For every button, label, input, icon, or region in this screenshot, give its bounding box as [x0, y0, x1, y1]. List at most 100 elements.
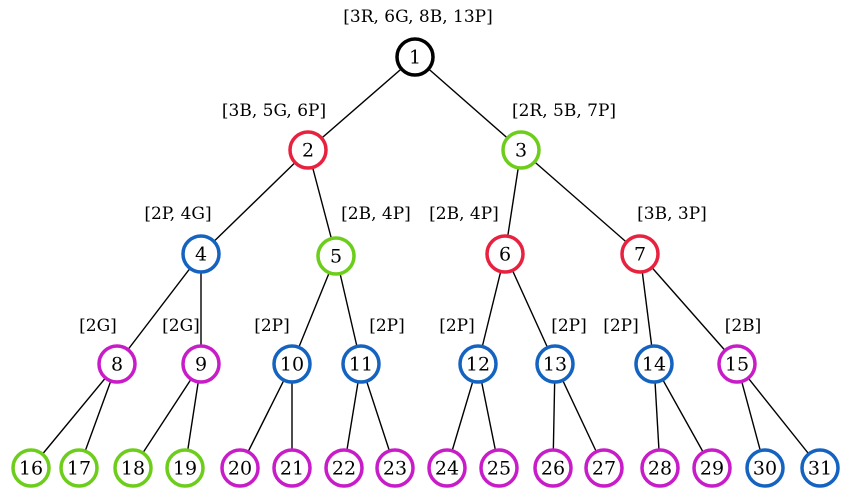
tree-node-5: 5	[316, 236, 356, 276]
tree-node-15: 15	[717, 344, 757, 384]
node-label-14: 14	[642, 354, 666, 376]
node-circle-17	[59, 448, 99, 488]
tree-node-8: 8	[97, 344, 137, 384]
node-label-10: 10	[280, 354, 304, 376]
node-circle-3	[501, 130, 541, 170]
node-label-2: 2	[302, 140, 314, 162]
tree-node-11: 11	[341, 344, 381, 384]
node-annotation-11: [2P]	[369, 316, 405, 336]
node-label-18: 18	[121, 458, 145, 480]
node-label-8: 8	[111, 354, 123, 376]
annotations-layer: [3R, 6G, 8B, 13P] [3B, 5G, 6P] [2R, 5B, 7P…	[79, 7, 761, 336]
node-label-24: 24	[435, 458, 459, 480]
node-circle-8	[97, 344, 137, 384]
node-annotation-12: [2P]	[439, 316, 475, 336]
node-annotation-14: [2P]	[603, 316, 639, 336]
node-circle-6	[485, 234, 525, 274]
tree-node-19: 19	[165, 448, 205, 488]
node-label-3: 3	[515, 140, 527, 162]
node-annotation-8: [2G]	[79, 316, 117, 336]
node-circle-1	[395, 37, 435, 77]
node-circle-31	[800, 448, 840, 488]
edge-4-8	[116, 253, 202, 365]
tree-node-24: 24	[427, 448, 467, 488]
node-circle-9	[181, 344, 221, 384]
node-label-29: 29	[700, 458, 724, 480]
node-annotation-3: [2R, 5B, 7P]	[512, 101, 616, 121]
node-label-9: 9	[195, 354, 207, 376]
tree-node-6: 6	[485, 234, 525, 274]
tree-node-26: 26	[533, 448, 573, 488]
tree-node-25: 25	[479, 448, 519, 488]
tree-node-28: 28	[640, 448, 680, 488]
node-annotation-13: [2P]	[551, 316, 587, 336]
node-circle-16	[11, 448, 51, 488]
node-label-1: 1	[409, 47, 421, 69]
edge-9-18	[132, 363, 202, 469]
tree-node-23: 23	[375, 448, 415, 488]
edge-6-13	[504, 253, 556, 365]
edge-8-16	[30, 363, 118, 469]
node-label-20: 20	[228, 458, 252, 480]
node-annotation-7: [3B, 3P]	[637, 204, 707, 224]
tree-node-22: 22	[324, 448, 364, 488]
node-label-5: 5	[330, 246, 342, 268]
node-annotation-4: [2P, 4G]	[144, 204, 211, 224]
edge-14-29	[653, 363, 713, 469]
node-label-28: 28	[648, 458, 672, 480]
node-label-17: 17	[67, 458, 91, 480]
tree-node-7: 7	[620, 234, 660, 274]
node-annotation-10: [2P]	[254, 316, 290, 336]
tree-node-4: 4	[181, 234, 221, 274]
tree-node-18: 18	[113, 448, 153, 488]
node-circle-10	[272, 344, 312, 384]
node-annotation-1: [3R, 6G, 8B, 13P]	[343, 7, 492, 27]
node-circle-24	[427, 448, 467, 488]
node-circle-23	[375, 448, 415, 488]
node-circle-30	[745, 448, 785, 488]
tree-node-9: 9	[181, 344, 221, 384]
node-circle-22	[324, 448, 364, 488]
tree-node-13: 13	[535, 344, 575, 384]
node-label-4: 4	[195, 244, 207, 266]
node-circle-13	[535, 344, 575, 384]
node-circle-14	[634, 344, 674, 384]
node-annotation-2: [3B, 5G, 6P]	[222, 101, 326, 121]
node-label-15: 15	[725, 354, 749, 376]
node-annotation-5: [2B, 4P]	[341, 204, 411, 224]
node-circle-15	[717, 344, 757, 384]
node-circle-5	[316, 236, 356, 276]
edge-3-7	[520, 149, 641, 255]
node-label-23: 23	[383, 458, 407, 480]
edge-15-31	[736, 363, 821, 469]
node-circle-21	[272, 448, 312, 488]
node-label-25: 25	[487, 458, 511, 480]
tree-node-10: 10	[272, 344, 312, 384]
node-annotation-15: [2B]	[725, 316, 762, 336]
tree-node-3: 3	[501, 130, 541, 170]
tree-node-16: 16	[11, 448, 51, 488]
tree-node-30: 30	[745, 448, 785, 488]
node-circle-18	[113, 448, 153, 488]
tree-node-12: 12	[458, 344, 498, 384]
edge-1-3	[414, 56, 522, 151]
node-label-27: 27	[592, 458, 616, 480]
node-annotation-9: [2G]	[162, 316, 200, 336]
node-label-11: 11	[349, 354, 373, 376]
node-label-22: 22	[332, 458, 356, 480]
node-label-6: 6	[499, 244, 511, 266]
tree-node-20: 20	[220, 448, 260, 488]
tree-node-2: 2	[288, 130, 328, 170]
node-label-7: 7	[634, 244, 646, 266]
node-circle-19	[165, 448, 205, 488]
tree-node-14: 14	[634, 344, 674, 384]
node-circle-2	[288, 130, 328, 170]
edges-layer	[30, 56, 821, 469]
node-circle-25	[479, 448, 519, 488]
node-label-21: 21	[280, 458, 304, 480]
node-label-31: 31	[808, 458, 832, 480]
edge-7-15	[639, 253, 738, 365]
node-circle-20	[220, 448, 260, 488]
